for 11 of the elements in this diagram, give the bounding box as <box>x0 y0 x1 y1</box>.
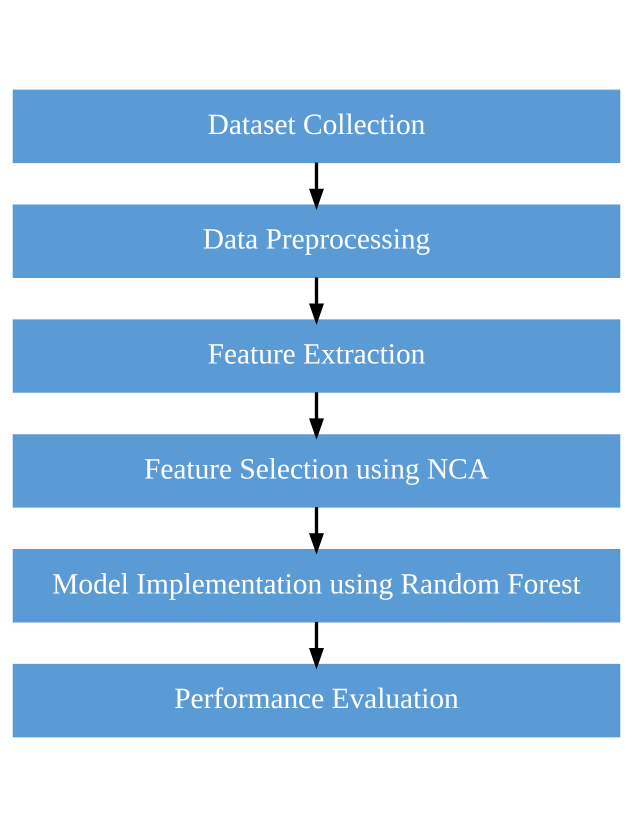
node-box: Performance Evaluation <box>12 664 620 738</box>
node-box: Feature Selection using NCA <box>12 434 620 508</box>
arrow <box>309 507 324 555</box>
arrow <box>309 277 324 325</box>
arrow <box>309 392 324 440</box>
node-box: Dataset Collection <box>12 90 620 164</box>
arrow <box>309 162 324 210</box>
node-box: Model Implementation using Random Forest <box>12 549 620 622</box>
arrow <box>309 622 324 670</box>
node-box: Feature Extraction <box>12 319 620 393</box>
node-box: Data Preprocessing <box>12 204 620 278</box>
